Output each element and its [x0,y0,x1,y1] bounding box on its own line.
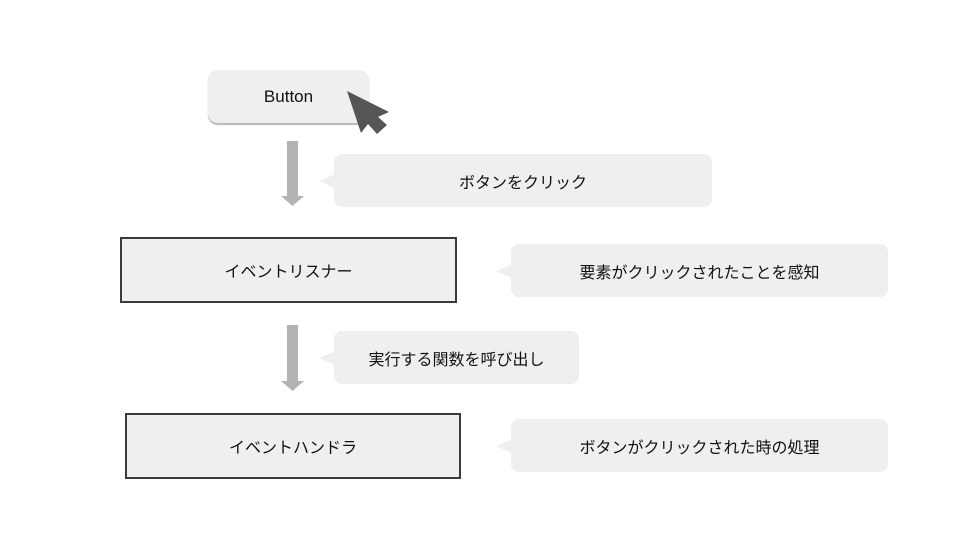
event-listener-box: イベントリスナー [120,237,457,303]
event-handler-label: イベントハンドラ [228,438,357,457]
note-detect-text: 要素がクリックされたことを感知 [579,262,820,282]
note-process-text: ボタンがクリックされた時の処理 [579,437,820,457]
sample-button-label: Button [263,86,314,106]
note-click-text: ボタンをクリック [458,172,587,192]
note-call: 実行する関数を呼び出し [319,331,579,384]
arrow-down-icon [281,325,304,391]
note-click: ボタンをクリック [319,154,712,207]
arrow-down-icon [281,141,304,206]
sample-button[interactable]: Button [208,70,369,123]
event-listener-label: イベントリスナー [224,262,353,281]
note-process: ボタンがクリックされた時の処理 [496,419,888,472]
note-detect: 要素がクリックされたことを感知 [496,244,888,297]
note-call-text: 実行する関数を呼び出し [368,349,545,369]
event-handler-box: イベントハンドラ [125,413,461,479]
